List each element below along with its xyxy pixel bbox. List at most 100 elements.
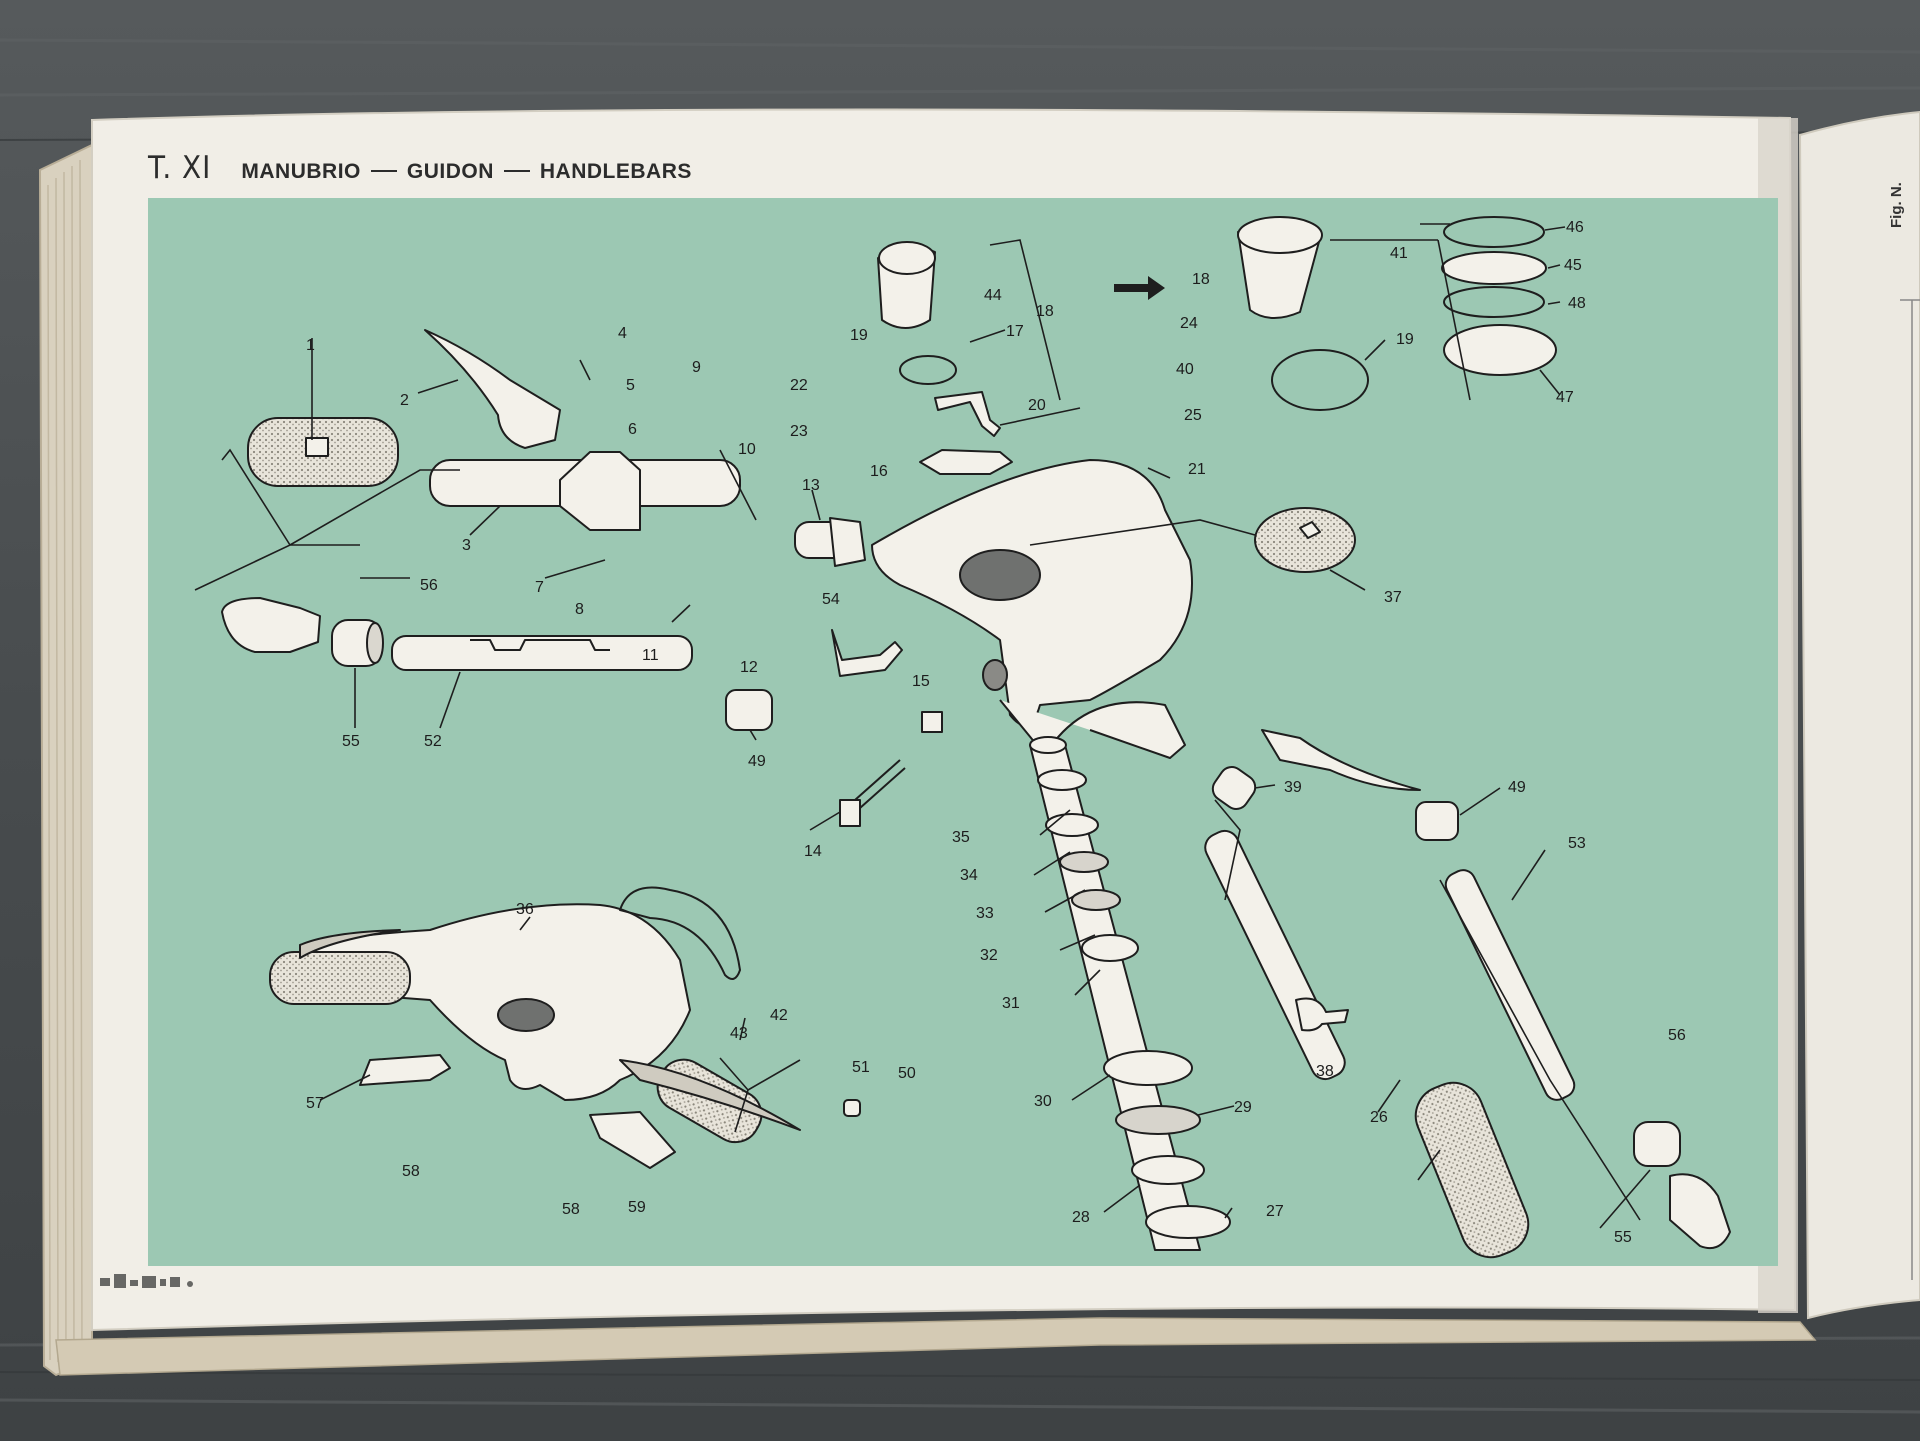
callout-46: 46 — [1566, 219, 1584, 236]
callout-43: 43 — [730, 1025, 748, 1042]
cap-part-37 — [1254, 507, 1356, 573]
callout-19: 19 — [850, 327, 868, 344]
callout-52: 52 — [424, 733, 442, 750]
callout-16: 16 — [870, 463, 888, 480]
bolt-part-14 — [839, 759, 906, 827]
callout-23: 23 — [790, 423, 808, 440]
callout-44: 44 — [984, 287, 1002, 304]
headset-bearings-27-35 — [1037, 769, 1231, 1239]
callout-53: 53 — [1568, 835, 1586, 852]
callout-38: 38 — [1316, 1063, 1334, 1080]
callout-13: 13 — [802, 477, 820, 494]
callout-18-detail: 18 — [1192, 271, 1210, 288]
throttle-cap — [221, 597, 321, 653]
brake-lever-part-2 — [424, 329, 561, 449]
callout-12: 12 — [740, 659, 758, 676]
callout-58: 58 — [402, 1163, 420, 1180]
grip-part-1 — [247, 417, 399, 487]
ink-stamp-mark — [100, 1274, 193, 1288]
tube-part-3 — [429, 451, 741, 531]
callout-49-right: 49 — [1508, 779, 1526, 796]
callout-27: 27 — [1266, 1203, 1284, 1220]
callout-6: 6 — [628, 421, 637, 438]
direction-arrow — [1114, 276, 1165, 300]
title-separator — [503, 170, 530, 172]
callout-22: 22 — [790, 377, 808, 394]
callout-7: 7 — [535, 579, 544, 596]
brake-lever-part-2-right — [1261, 729, 1421, 791]
callout-39: 39 — [1284, 779, 1302, 796]
spacer-part-49-right — [1415, 801, 1459, 841]
callout-56: 56 — [420, 577, 438, 594]
bracket-part-54 — [831, 629, 903, 677]
title-italian: MANUBRIO — [241, 160, 361, 183]
plate-number: T. XI — [148, 150, 212, 186]
nut-part-51 — [843, 1099, 861, 1117]
callout-31: 31 — [1002, 995, 1020, 1012]
title-separator — [370, 170, 397, 172]
callout-36: 36 — [516, 901, 534, 918]
callout-56-right: 56 — [1668, 1027, 1686, 1044]
callout-32: 32 — [980, 947, 998, 964]
title-english: HANDLEBARS — [539, 160, 692, 183]
callout-55-right: 55 — [1614, 1229, 1632, 1246]
grip-part-1-right — [1414, 1081, 1530, 1259]
callout-30: 30 — [1034, 1093, 1052, 1110]
callout-49: 49 — [748, 753, 766, 770]
cover-part-59 — [589, 1111, 676, 1169]
callout-14: 14 — [804, 843, 822, 860]
spacer-part-49 — [725, 689, 773, 731]
callout-26: 26 — [1370, 1109, 1388, 1126]
shaft-part-53 — [1444, 869, 1576, 1101]
nut-part-15 — [921, 711, 943, 733]
callout-28: 28 — [1072, 1209, 1090, 1226]
callout-19-detail: 19 — [1396, 331, 1414, 348]
callout-4: 4 — [618, 325, 627, 342]
callout-21: 21 — [1188, 461, 1206, 478]
bushing-part-55-right — [1633, 1121, 1681, 1167]
callout-59: 59 — [628, 1199, 646, 1216]
callout-25: 25 — [1184, 407, 1202, 424]
callout-58-right: 58 — [562, 1201, 580, 1218]
bracket-part-16 — [919, 449, 1013, 475]
callout-42: 42 — [770, 1007, 788, 1024]
callout-47: 47 — [1556, 389, 1574, 406]
plate-background — [148, 198, 1778, 1266]
throttle-cap-right — [1669, 1173, 1731, 1250]
callout-34: 34 — [960, 867, 978, 884]
callout-57: 57 — [306, 1095, 324, 1112]
callout-9: 9 — [692, 359, 701, 376]
leader-lines — [194, 223, 1651, 1229]
callout-1: 1 — [306, 337, 315, 354]
shaft-part-52 — [391, 635, 693, 671]
callout-17: 17 — [1006, 323, 1024, 340]
gasket-part-19-small — [899, 355, 957, 385]
callout-3: 3 — [462, 537, 471, 554]
callout-54: 54 — [822, 591, 840, 608]
callout-8: 8 — [575, 601, 584, 618]
fitting-part-13 — [794, 517, 866, 567]
cover-part-57 — [359, 1054, 451, 1086]
callout-2: 2 — [400, 392, 409, 409]
callout-5: 5 — [626, 377, 635, 394]
callout-37: 37 — [1384, 589, 1402, 606]
speedometer-gauge — [877, 241, 936, 329]
callout-29: 29 — [1234, 1099, 1252, 1116]
title-french: GUIDON — [406, 160, 494, 183]
assembled-handlebar-36 — [269, 886, 801, 1144]
callout-labels: 1 2 3 4 5 6 7 8 9 10 11 12 13 14 15 16 1… — [306, 219, 1686, 1246]
callout-11: 11 — [642, 647, 659, 664]
speedometer-gauge-detail — [1237, 216, 1323, 319]
callout-33: 33 — [976, 905, 994, 922]
callout-55: 55 — [342, 733, 360, 750]
fitting-part-39 — [1211, 766, 1257, 810]
callout-50: 50 — [898, 1065, 916, 1082]
callout-24: 24 — [1180, 315, 1198, 332]
bezel-rings-45-48 — [1441, 216, 1557, 376]
callout-48: 48 — [1568, 295, 1586, 312]
callout-20: 20 — [1028, 397, 1046, 414]
callout-41: 41 — [1390, 245, 1408, 262]
bushing-part-55 — [331, 619, 384, 667]
